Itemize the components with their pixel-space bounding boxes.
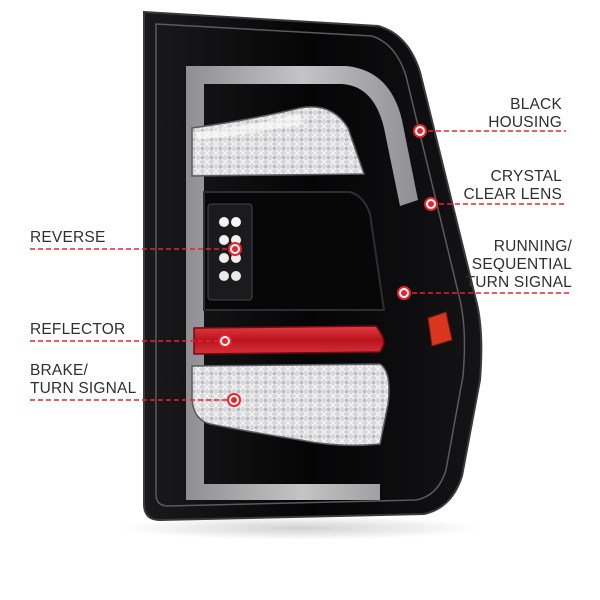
red-reflector — [193, 325, 385, 355]
upper-clear-lens — [191, 106, 366, 177]
label-black-housing: BLACK HOUSING — [488, 96, 562, 131]
callout-crystal-clear-lens — [424, 197, 566, 211]
callout-reverse — [30, 242, 242, 256]
housing-rim — [155, 23, 466, 507]
callout-running-sequential — [397, 286, 572, 300]
label-reflector: REFLECTOR — [30, 321, 126, 338]
label-crystal-clear-lens: CRYSTAL CLEAR LENS — [463, 168, 562, 203]
lower-clear-lens — [191, 363, 390, 447]
ground-shadow — [120, 516, 480, 540]
side-marker — [427, 311, 453, 347]
callout-black-housing — [413, 124, 566, 138]
light-bar — [186, 66, 418, 500]
callout-brake-turn — [30, 393, 241, 407]
label-running-sequential: RUNNING/ SEQUENTIAL TURN SIGNAL — [465, 238, 572, 291]
label-reverse: REVERSE — [30, 229, 106, 246]
upper-lens-shine — [196, 114, 304, 140]
reverse-leds — [219, 217, 241, 281]
label-brake-turn: BRAKE/ TURN SIGNAL — [30, 362, 137, 397]
callout-reflector — [30, 334, 232, 348]
